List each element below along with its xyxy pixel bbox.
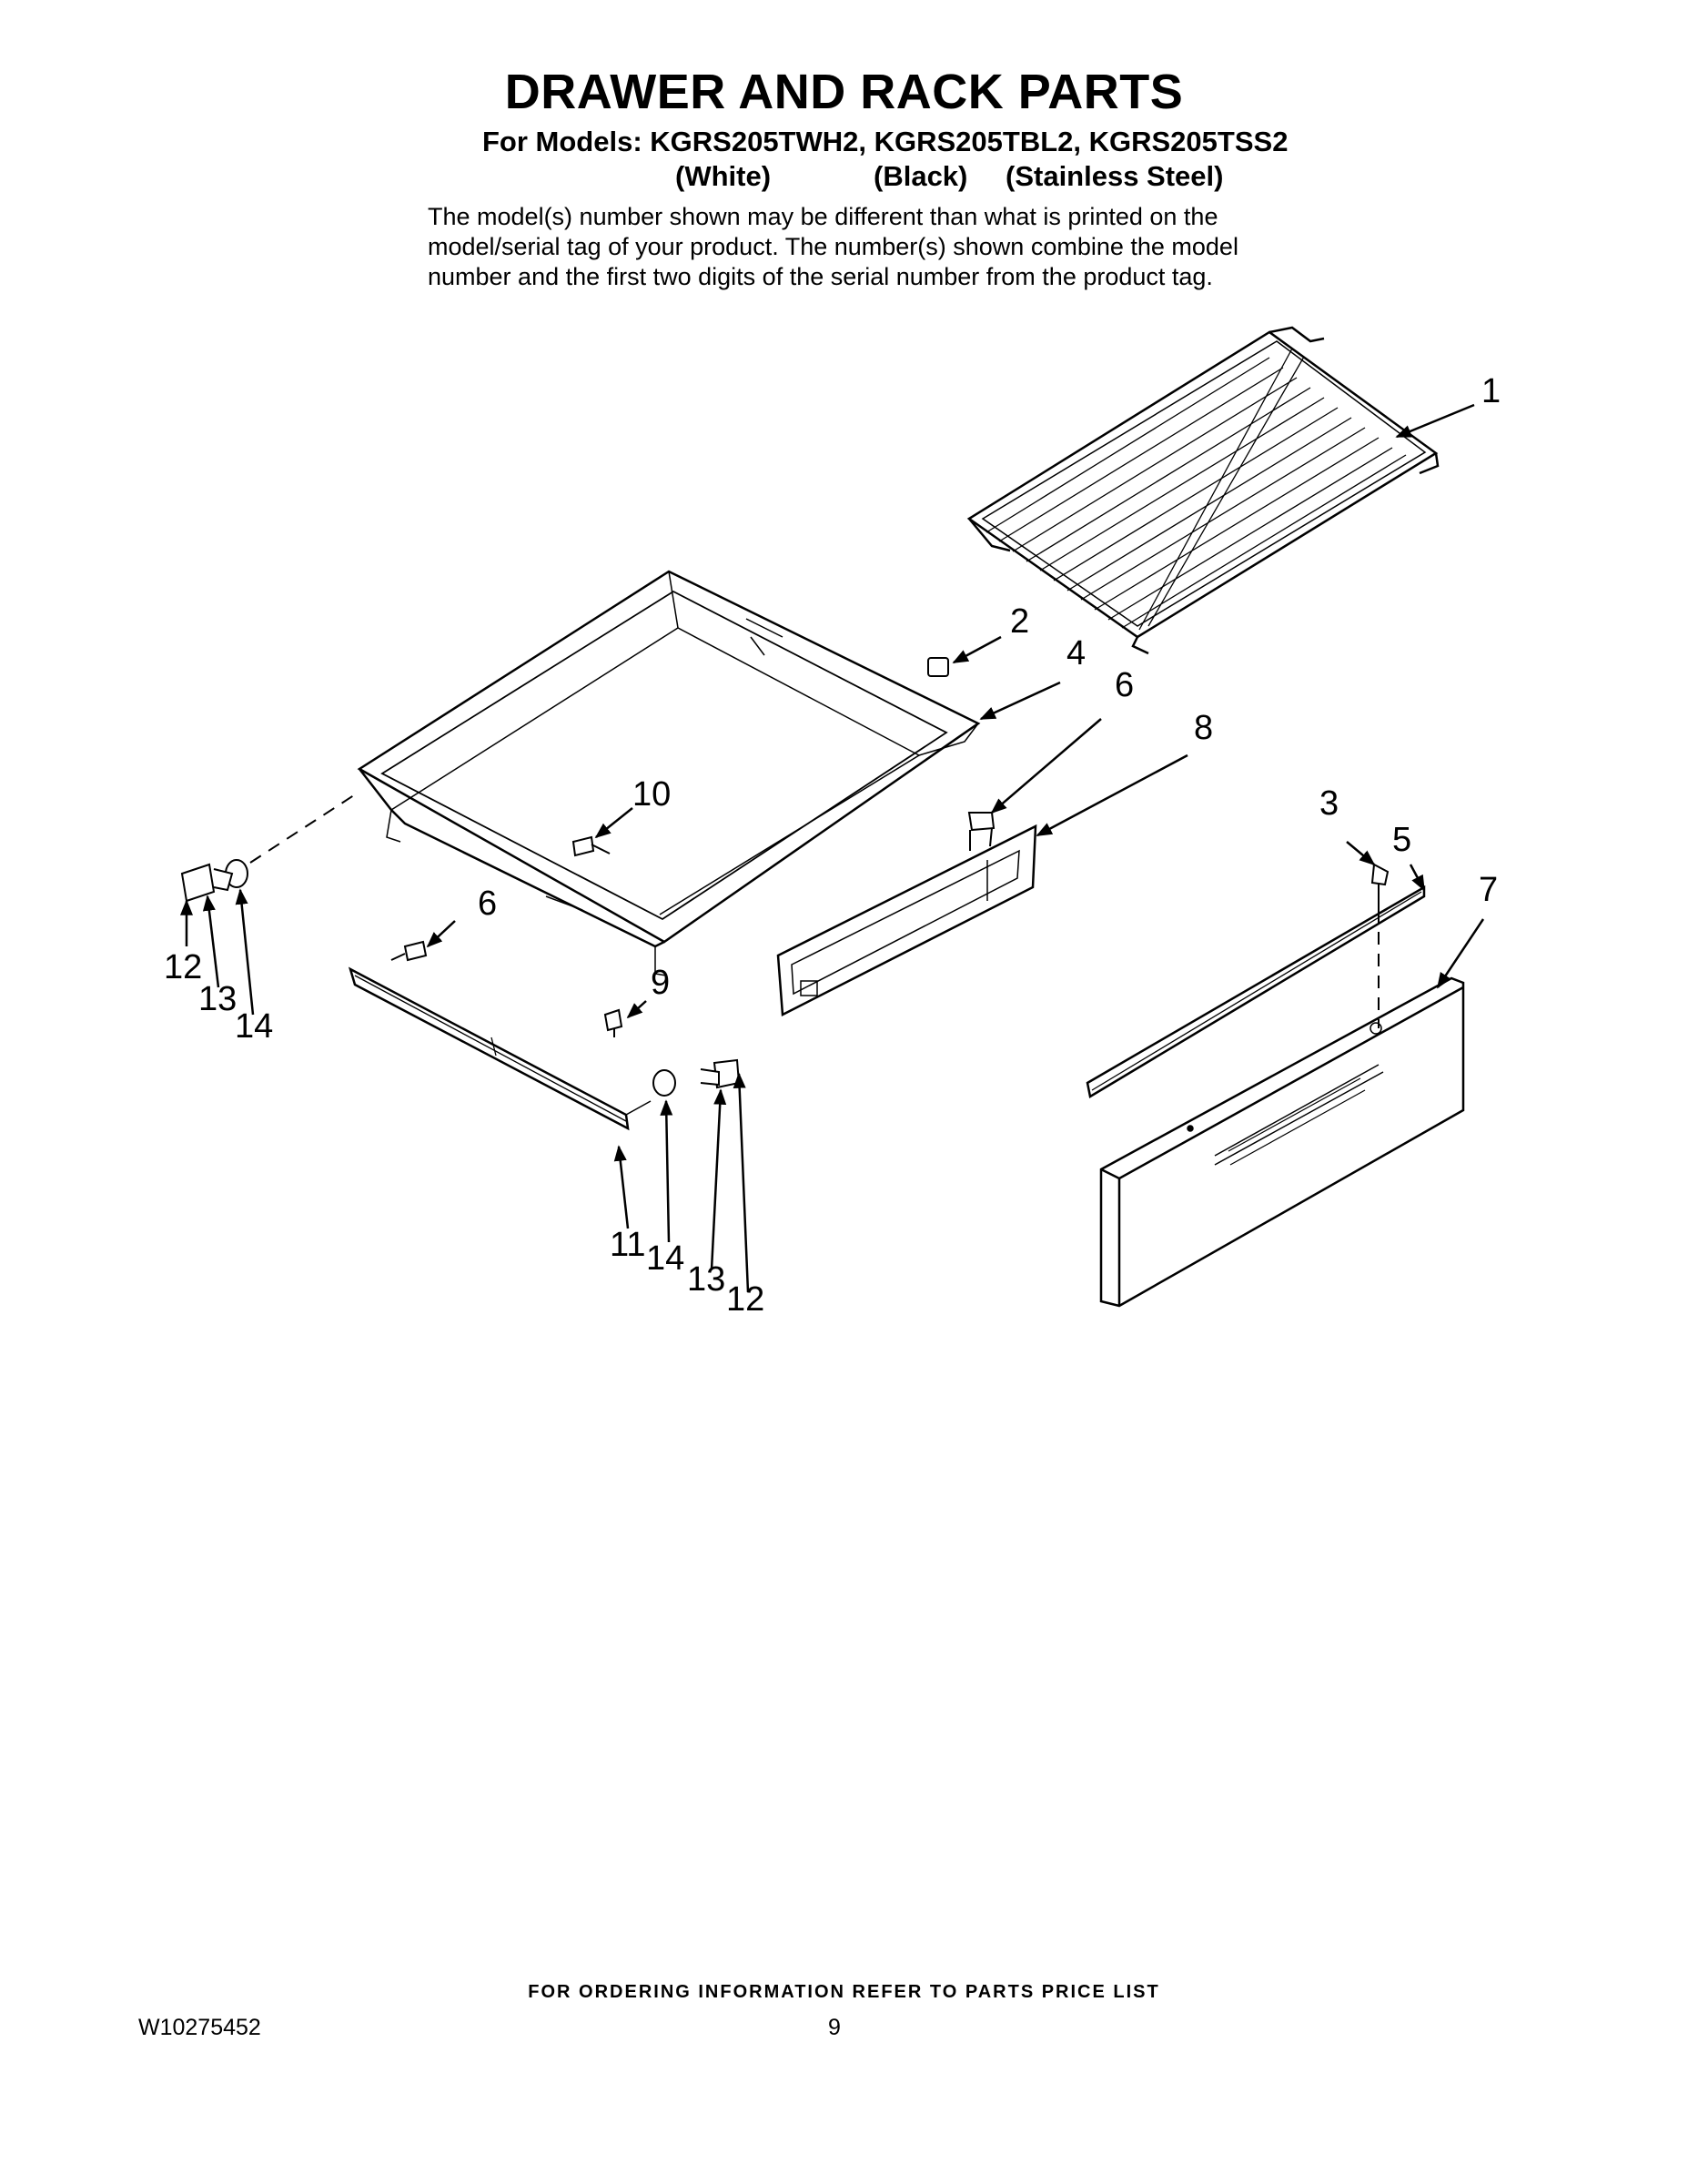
page-number: 9 [828,2015,841,2040]
callout-10: 10 [632,775,671,814]
door-trim-strip [1086,885,1426,1098]
note-line: number and the first two digits of the s… [428,263,1213,290]
callout-7: 7 [1479,871,1498,909]
callout-1: 1 [1481,372,1501,410]
note-line: model/serial tag of your product. The nu… [428,233,1238,260]
models-line: For Models: KGRS205TWH2, KGRS205TBL2, KG… [482,126,1289,157]
ordering-info: FOR ORDERING INFORMATION REFER TO PARTS … [528,1982,1160,2002]
support-rail [348,966,652,1131]
callout-13b: 13 [687,1260,725,1299]
page-title: DRAWER AND RACK PARTS [504,65,1184,119]
callout-3: 3 [1319,784,1339,823]
callout-6b: 6 [478,885,497,923]
callout-12b: 12 [726,1280,764,1319]
callout-14b: 14 [646,1239,684,1278]
callout-labels: 1 2 4 6 8 10 6 9 3 5 7 12 13 14 11 14 13… [164,372,1501,1319]
oven-rack [966,326,1440,655]
callout-4: 4 [1066,634,1086,672]
callout-9: 9 [651,964,670,1002]
drawer-pan [357,570,981,976]
color-stainless: (Stainless Steel) [1006,160,1224,192]
document-number: W10275452 [138,2015,261,2040]
callout-2: 2 [1010,602,1029,641]
hardware-parts [180,657,1390,1097]
callout-13a: 13 [198,980,237,1018]
color-black: (Black) [874,160,968,192]
callout-5: 5 [1392,821,1411,859]
alignment-lines [249,791,1380,1028]
callout-14a: 14 [235,1007,273,1046]
model-note: The model(s) number shown may be differe… [428,202,1338,292]
callout-8: 8 [1194,709,1213,747]
drawer-front [1099,976,1465,1308]
drawer-slide [776,824,1037,1016]
color-white: (White) [675,160,772,192]
callout-11: 11 [610,1226,645,1264]
callout-12a: 12 [164,948,202,986]
note-line: The model(s) number shown may be differe… [428,203,1218,230]
callout-6a: 6 [1115,666,1134,704]
leader-arrows [180,403,1485,1293]
